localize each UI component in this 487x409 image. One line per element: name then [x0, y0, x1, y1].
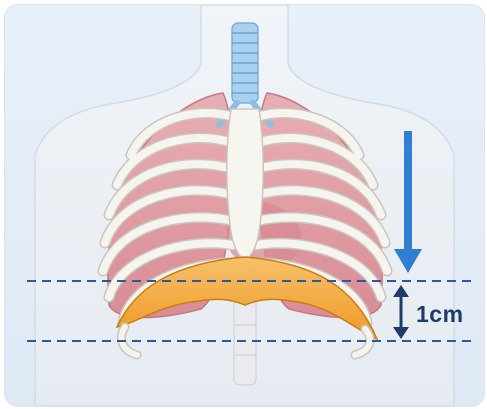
measurement-label: 1cm [416, 301, 464, 328]
diagram-panel: 1cm [4, 4, 485, 407]
breathing-diagram [5, 5, 484, 406]
sternum [227, 109, 263, 261]
